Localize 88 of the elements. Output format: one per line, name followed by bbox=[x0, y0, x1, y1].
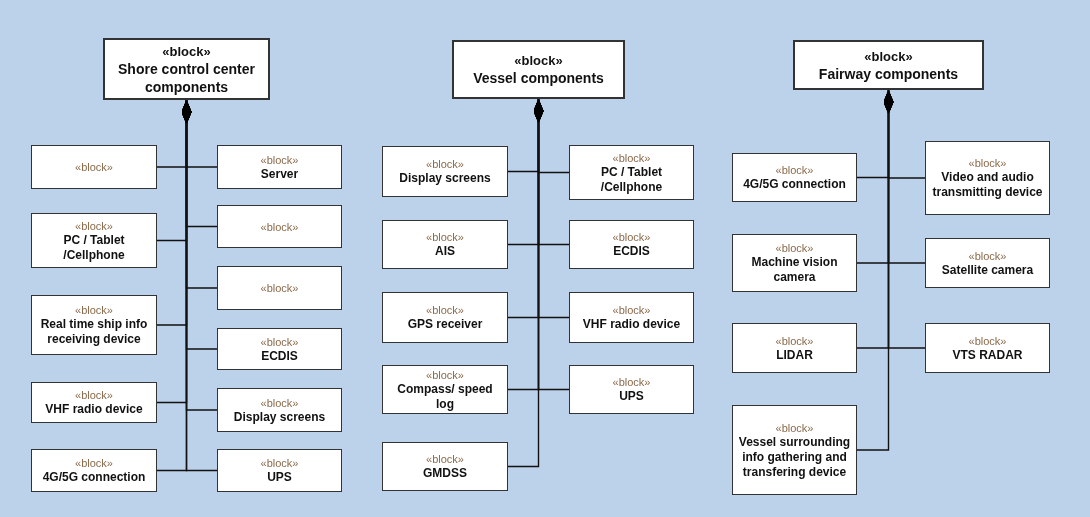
stereotype-label: «block» bbox=[775, 420, 814, 435]
block-box bbox=[217, 449, 342, 492]
block-name: LIDAR bbox=[776, 347, 813, 363]
block-box bbox=[382, 365, 508, 414]
block-box bbox=[217, 388, 342, 432]
block-name: GPS receiver bbox=[407, 317, 483, 332]
stereotype-label: «block» bbox=[775, 333, 814, 348]
block-name: 4G/5G connection bbox=[743, 177, 846, 192]
block-box bbox=[103, 38, 270, 100]
block-box bbox=[31, 449, 157, 492]
block-box bbox=[217, 205, 342, 248]
stereotype-label: «block» bbox=[775, 241, 814, 255]
block-box bbox=[217, 266, 342, 310]
block-name: Real time ship info receiving device bbox=[39, 317, 149, 347]
block-name: PC / Tablet /Cellphone bbox=[62, 232, 126, 263]
stereotype-label: «block» bbox=[612, 303, 651, 317]
block-name: ECDIS bbox=[613, 244, 650, 259]
stereotype-label: «block» bbox=[75, 388, 113, 402]
stereotype-label: «block» bbox=[426, 230, 464, 244]
block-box bbox=[217, 145, 342, 189]
block-box bbox=[382, 442, 508, 491]
block-name: Vessel components bbox=[473, 69, 604, 87]
block-name: Display screens bbox=[399, 171, 491, 186]
stereotype-label: «block» bbox=[612, 230, 651, 244]
stereotype-label: «block» bbox=[426, 367, 464, 382]
block-box bbox=[31, 145, 157, 189]
block-box bbox=[31, 382, 157, 423]
block-box bbox=[217, 328, 342, 370]
block-box bbox=[569, 292, 694, 343]
block-name: Compass/ speed log bbox=[396, 381, 494, 412]
block-name: VHF radio device bbox=[45, 402, 143, 417]
stereotype-label: «block» bbox=[426, 303, 464, 317]
stereotype-label: «block» bbox=[612, 375, 651, 389]
block-name: Satellite camera bbox=[941, 262, 1034, 278]
block-box bbox=[569, 365, 694, 414]
block-box bbox=[732, 323, 857, 373]
stereotype-label: «block» bbox=[75, 218, 113, 233]
stereotype-label: «block» bbox=[426, 157, 464, 171]
stereotype-label: «block» bbox=[260, 395, 299, 410]
stereotype-label: «block» bbox=[968, 333, 1007, 348]
block-box bbox=[793, 40, 984, 90]
block-name: Server bbox=[260, 166, 299, 182]
block-box bbox=[31, 295, 157, 355]
block-name: VHF radio device bbox=[582, 317, 681, 332]
block-name: Machine vision camera bbox=[750, 255, 839, 285]
stereotype-label: «block» bbox=[864, 47, 913, 65]
block-box bbox=[925, 323, 1050, 373]
block-box bbox=[382, 292, 508, 343]
block-name: Display screens bbox=[233, 409, 326, 425]
stereotype-label: «block» bbox=[75, 160, 113, 174]
block-box bbox=[925, 141, 1050, 215]
block-box bbox=[382, 220, 508, 269]
block-name: UPS bbox=[267, 470, 292, 485]
stereotype-label: «block» bbox=[75, 456, 113, 470]
block-box bbox=[569, 145, 694, 200]
stereotype-label: «block» bbox=[426, 452, 464, 466]
stereotype-label: «block» bbox=[260, 152, 299, 167]
stereotype-label: «block» bbox=[75, 303, 113, 317]
block-box bbox=[569, 220, 694, 269]
stereotype-label: «block» bbox=[260, 456, 299, 470]
block-box bbox=[925, 238, 1050, 288]
stereotype-label: «block» bbox=[162, 42, 211, 60]
block-name: Fairway components bbox=[818, 64, 959, 83]
stereotype-label: «block» bbox=[612, 150, 651, 165]
block-box bbox=[732, 234, 857, 292]
block-box bbox=[732, 405, 857, 495]
stereotype-label: «block» bbox=[968, 248, 1007, 263]
block-name: ECDIS bbox=[261, 348, 298, 364]
block-name: Vessel surrounding info gathering and transfering device bbox=[737, 434, 852, 480]
block-box bbox=[732, 153, 857, 202]
block-box bbox=[452, 40, 625, 99]
block-box bbox=[382, 146, 508, 197]
block-name: AIS bbox=[435, 244, 455, 259]
block-name: Shore control center components bbox=[117, 59, 256, 96]
block-name: 4G/5G connection bbox=[42, 470, 146, 485]
stereotype-label: «block» bbox=[514, 52, 563, 69]
composition-connector bbox=[856, 89, 894, 451]
stereotype-label: «block» bbox=[968, 156, 1007, 170]
stereotype-label: «block» bbox=[260, 281, 299, 295]
block-box bbox=[31, 213, 157, 268]
block-name: VTS RADAR bbox=[952, 347, 1023, 363]
stereotype-label: «block» bbox=[260, 219, 299, 234]
block-name: Video and audio transmitting device bbox=[931, 170, 1044, 200]
stereotype-label: «block» bbox=[775, 163, 814, 177]
block-name: PC / Tablet /Cellphone bbox=[599, 164, 664, 195]
block-name: GMDSS bbox=[423, 466, 467, 481]
stereotype-label: «block» bbox=[260, 334, 299, 349]
block-name: UPS bbox=[619, 389, 644, 404]
